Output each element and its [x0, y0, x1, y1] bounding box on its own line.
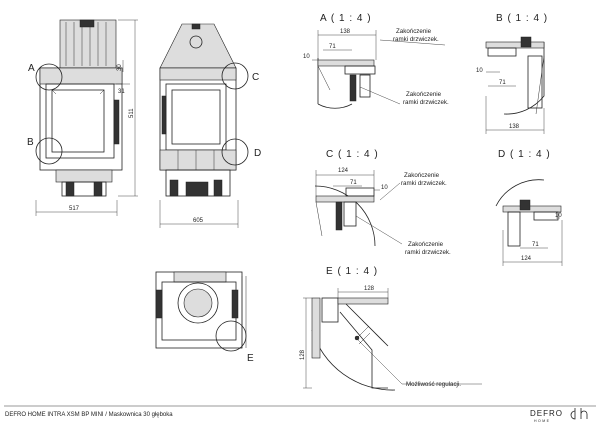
detail-b-dim-10: 10: [476, 68, 483, 74]
callout-circle-d: [221, 138, 249, 166]
front-hood: [59, 19, 117, 69]
drawing-caption: DEFRO HOME INTRA XSM BP MINI / Maskownic…: [5, 412, 173, 418]
front-top-dim: 30: [117, 64, 123, 71]
detail-c: C ( 1 : 4 ) 124 71 10 Zakończenie ramki …: [314, 149, 451, 256]
front-view: A B 517 511 30 31: [27, 19, 138, 216]
side-handle: [161, 95, 167, 135]
detail-c-title: C ( 1 : 4 ): [326, 149, 379, 160]
side-hood: [159, 23, 237, 69]
detail-d: D ( 1 : 4 ) 10 71 124: [495, 149, 562, 266]
detail-a-note-bottom-1: Zakończenie: [406, 91, 442, 98]
front-flue-collar: [79, 19, 95, 28]
detail-a-note-bottom-2: ramki drzwiczek.: [403, 99, 449, 106]
side-leg-right: [213, 179, 223, 197]
detail-c-dim-71: 71: [350, 180, 357, 186]
detail-b-dim-138: 138: [509, 124, 520, 130]
brand-logo-text: DEFRO: [530, 409, 563, 418]
detail-a-title: A ( 1 : 4 ): [320, 13, 372, 24]
detail-a: A ( 1 : 4 ) 138 71 10 Zakończenie ramki …: [303, 13, 449, 109]
detail-c-note-bottom-1: Zakończenie: [408, 241, 444, 248]
detail-c-dim-10: 10: [381, 185, 388, 191]
callout-circle-e: [215, 320, 247, 352]
detail-e-dim-top: 128: [364, 286, 375, 292]
top-flue-circle: [177, 282, 219, 324]
brand-mark-icon: [570, 408, 588, 420]
detail-a-dim-10: 10: [303, 54, 310, 60]
callout-circle-b: [35, 137, 63, 165]
detail-e-note: Możliwość regulacji.: [406, 381, 461, 388]
side-door-frame: [165, 83, 227, 151]
detail-c-note-bottom-2: ramki drzwiczek.: [405, 249, 451, 256]
callout-c-label: C: [252, 72, 260, 83]
detail-d-dim-71: 71: [532, 242, 539, 248]
detail-e-title: E ( 1 : 4 ): [326, 266, 378, 277]
front-leg-right: [93, 181, 103, 197]
callout-circle-a: [35, 63, 63, 91]
detail-d-dim-124: 124: [521, 256, 532, 262]
detail-d-dim-10: 10: [555, 213, 562, 219]
top-view: E: [155, 271, 255, 364]
detail-b-bracket: [520, 36, 532, 48]
detail-b: B ( 1 : 4 ) 10 71 138: [476, 13, 548, 134]
front-height-dim: 511: [129, 108, 135, 118]
front-width-dim: 517: [69, 206, 80, 212]
detail-b-dim-71: 71: [499, 80, 506, 86]
detail-a-dim-138: 138: [340, 29, 351, 35]
detail-a-dim-71: 71: [329, 44, 336, 50]
detail-a-note-top-2: ramki drzwiczek.: [393, 36, 439, 43]
detail-e: E ( 1 : 4 ) 128 128 Możliwość regulacji.: [300, 266, 482, 391]
detail-c-note-top-1: Zakończenie: [404, 172, 440, 179]
detail-b-title: B ( 1 : 4 ): [496, 13, 548, 24]
callout-e-label: E: [247, 353, 255, 364]
side-flue-outlet: [189, 35, 203, 49]
front-leg-left: [65, 181, 75, 197]
detail-c-note-top-2: ramki drzwiczek.: [401, 180, 447, 187]
detail-e-dim-side: 128: [300, 349, 306, 360]
front-side-dim: 31: [118, 89, 125, 95]
detail-c-dim-124: 124: [338, 168, 349, 174]
callout-a-label: A: [28, 63, 36, 74]
callout-circle-c: [221, 62, 249, 90]
callout-b-label: B: [27, 137, 35, 148]
side-view: C D 605: [159, 23, 262, 228]
front-door-handle: [113, 99, 120, 145]
side-leg-left: [169, 179, 179, 197]
brand-logo-subtext: HOME: [534, 419, 551, 423]
title-block: DEFRO HOME INTRA XSM BP MINI / Maskownic…: [4, 405, 596, 423]
callout-d-label: D: [254, 148, 262, 159]
side-base: [185, 181, 209, 197]
detail-d-title: D ( 1 : 4 ): [498, 149, 551, 160]
side-width-dim: 605: [193, 218, 204, 224]
detail-a-note-top-1: Zakończenie: [396, 28, 432, 35]
front-glass: [51, 89, 105, 153]
